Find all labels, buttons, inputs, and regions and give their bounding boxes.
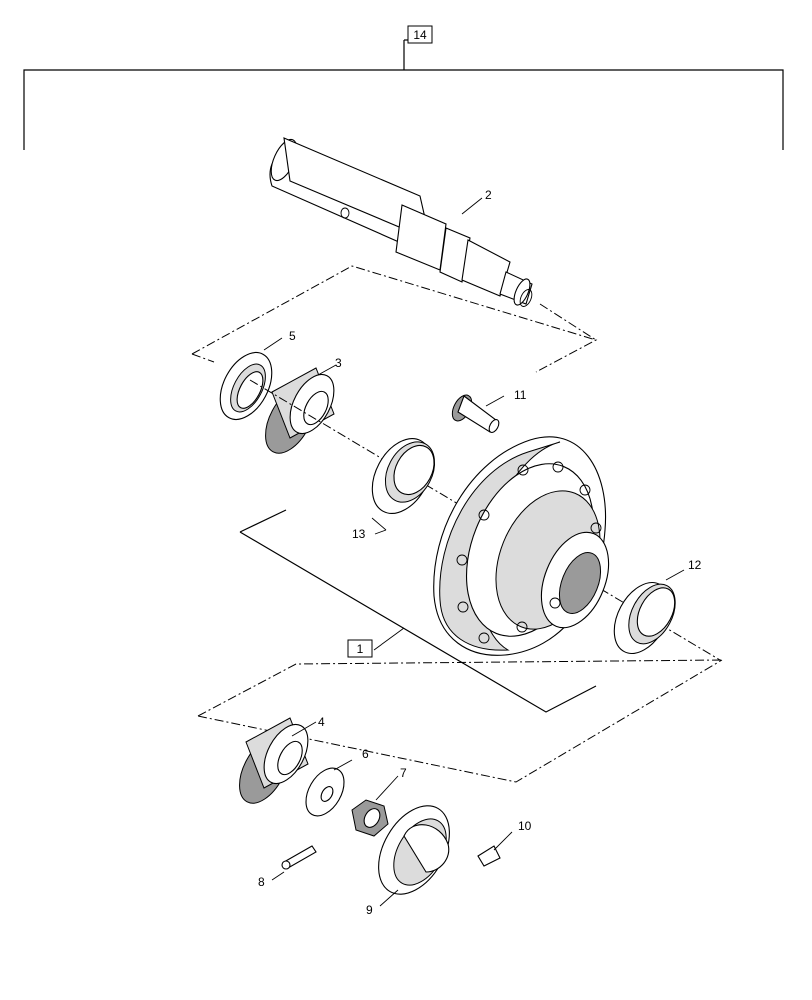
callout-10: 10 (518, 819, 532, 833)
outer-bearing-cup: 12 (613, 558, 702, 654)
seal: 5 (219, 329, 296, 420)
callout-11: 11 (514, 388, 527, 402)
upper-kit-outline (191, 265, 598, 373)
assembly-callout-box (407, 25, 433, 44)
cotter-pin: 8 (258, 845, 317, 889)
callout-13: 13 (352, 527, 366, 541)
callout-2: 2 (485, 188, 492, 202)
outer-bearing-cone: 4 (239, 715, 325, 804)
inner-bearing-cup: 13 (352, 438, 436, 541)
hub: 1 (239, 436, 610, 713)
callout-12: 12 (688, 558, 702, 572)
wheel-stud: 11 (451, 388, 527, 434)
upper-kit-edge (191, 353, 215, 363)
hub-callout-box (347, 639, 373, 658)
inner-bearing-cone: 3 (265, 356, 342, 454)
callout-6: 6 (362, 747, 369, 761)
callout-5: 5 (289, 329, 296, 343)
assembly-bracket: 14 (23, 25, 784, 150)
callout-3: 3 (335, 356, 342, 370)
callout-8: 8 (258, 875, 265, 889)
callout-1: 1 (357, 642, 364, 656)
cap-screw: 10 (477, 819, 532, 867)
callout-9: 9 (366, 903, 373, 917)
castle-nut: 7 (351, 766, 407, 837)
spindle: 2 (269, 137, 533, 307)
callout-4: 4 (318, 715, 325, 729)
washer: 6 (305, 747, 369, 817)
callout-14: 14 (413, 28, 427, 42)
dust-cap: 9 (366, 805, 450, 917)
callout-7: 7 (400, 766, 407, 780)
